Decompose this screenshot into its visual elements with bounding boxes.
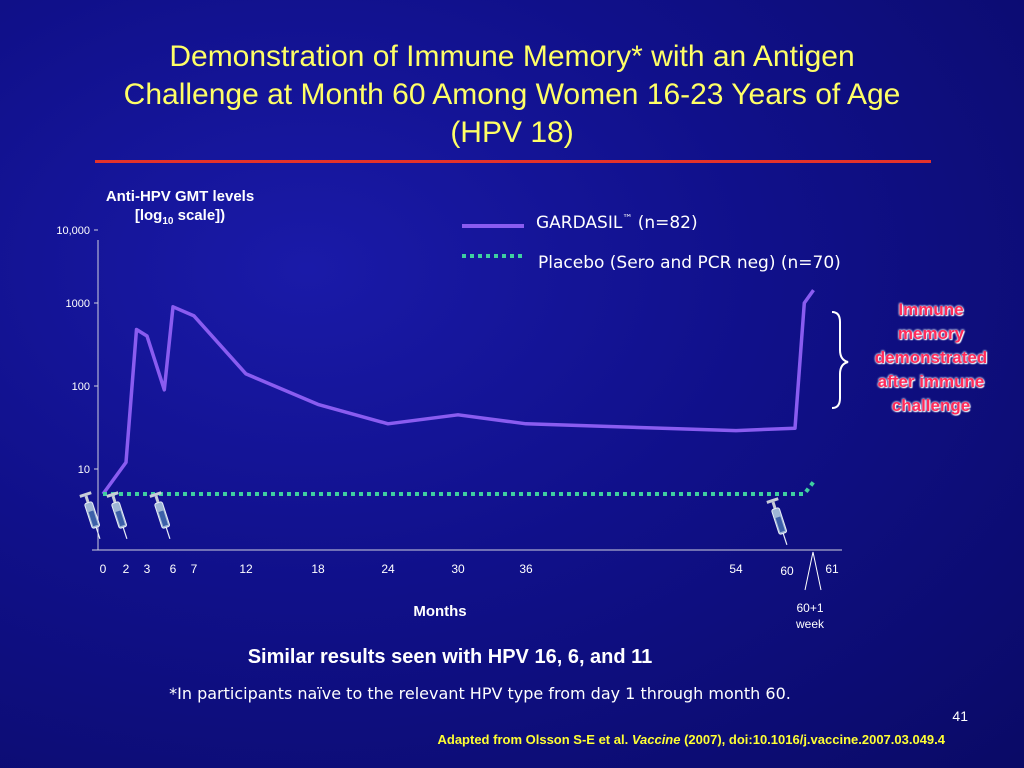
y-tick-label: 1000 <box>66 298 90 310</box>
syringe-icon <box>149 491 171 539</box>
citation: Adapted from Olsson S-E et al. Vaccine (… <box>437 732 946 747</box>
annotation-line: challenge <box>891 396 971 415</box>
challenge-week-label: 60+1 week <box>795 601 824 631</box>
y-axis-label: Anti-HPV GMT levels [log10 scale]) <box>60 187 300 231</box>
title-line-1: Demonstration of Immune Memory* with an … <box>169 40 855 73</box>
x-tick-label: 6 <box>170 562 177 576</box>
similar-results-text: Similar results seen with HPV 16, 6, and… <box>247 646 653 668</box>
y-axis-label-line-1: Anti-HPV GMT levels <box>105 188 255 205</box>
immune-memory-annotation: Immune memory demonstrated after immune … <box>846 298 1016 418</box>
x-tick-label: 7 <box>191 562 198 576</box>
y-axis-label-line-2: [log10 scale]) <box>134 207 226 227</box>
x-tick-label: 2 <box>123 562 130 576</box>
x-tick-label: 24 <box>381 562 395 576</box>
x-tick-label: 54 <box>729 562 743 576</box>
x-tick-label: 3 <box>144 562 151 576</box>
series-line-gardasil <box>101 289 815 496</box>
series-line-placebo <box>103 480 816 496</box>
syringe-icon <box>106 491 128 539</box>
x-tick-label: 36 <box>519 562 533 576</box>
challenge-marker <box>804 551 822 591</box>
y-tick-label: 10,000 <box>56 225 90 237</box>
x-tick-label: 18 <box>311 562 325 576</box>
x-tick-label: 30 <box>451 562 465 576</box>
title-line-3: (HPV 18) <box>450 116 574 149</box>
footnote: *In participants naïve to the relevant H… <box>169 684 791 703</box>
annotation-line: Immune <box>898 300 964 319</box>
x-tick-label: 61 <box>825 562 839 576</box>
title-line-2: Challenge at Month 60 Among Women 16-23 … <box>123 78 901 111</box>
annotation-line: demonstrated <box>874 348 988 367</box>
y-tick-label: 10 <box>78 464 90 476</box>
syringe-icon <box>766 497 788 545</box>
x-axis-label: Months <box>413 603 467 620</box>
page-number: 41 <box>952 708 968 724</box>
legend-gardasil-label: GARDASIL™ (n=82) <box>536 213 698 233</box>
x-tick-label: 60 <box>780 564 794 578</box>
title-divider <box>95 160 931 163</box>
y-tick-label: 100 <box>72 381 90 393</box>
legend-placebo-label: Placebo (Sero and PCR neg) (n=70) <box>538 253 841 273</box>
annotation-line: memory <box>897 324 965 343</box>
x-tick-label: 12 <box>239 562 253 576</box>
annotation-brace <box>831 311 849 409</box>
syringe-icon <box>79 491 101 539</box>
annotation-line: after immune <box>877 372 985 391</box>
slide-title: Demonstration of Immune Memory* with an … <box>0 38 1024 152</box>
x-tick-label: 0 <box>100 562 107 576</box>
